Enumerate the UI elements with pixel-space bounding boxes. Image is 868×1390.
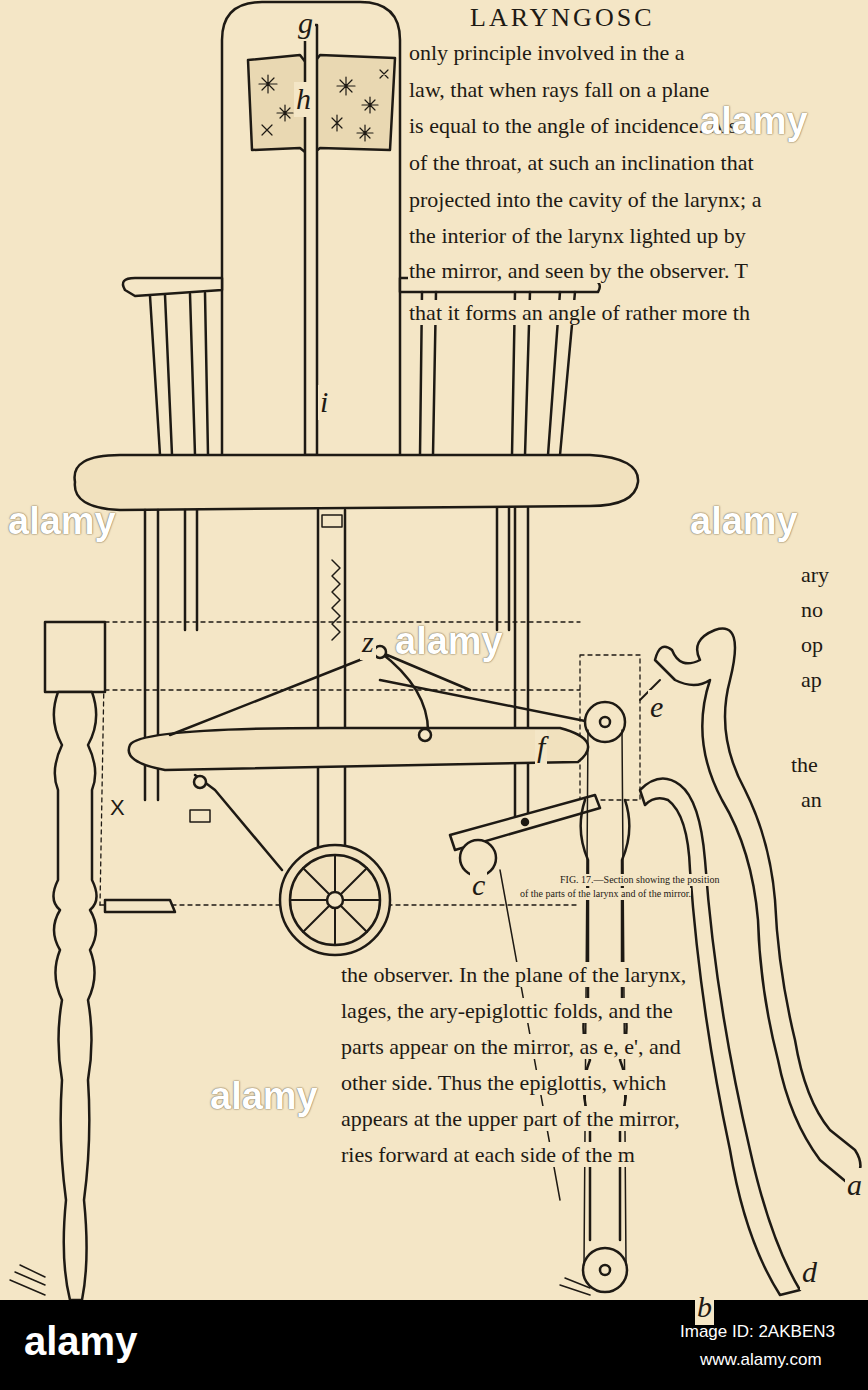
part-letter: f	[535, 730, 547, 765]
body-text: is equal to the angle of incidence. A s	[408, 113, 738, 138]
body-text: no	[800, 597, 824, 622]
front-right-leg	[515, 508, 528, 820]
centre-column	[318, 510, 345, 850]
body-text: of the throat, at such an inclination th…	[408, 150, 755, 175]
watermark: alamy	[690, 500, 798, 544]
watermark-logo: alamy	[24, 1318, 137, 1364]
body-text: ries forward at each side of the m	[340, 1142, 636, 1167]
right-column	[581, 702, 630, 1292]
body-text: op	[800, 632, 824, 657]
part-letter: c	[470, 868, 487, 903]
seat	[75, 455, 639, 510]
left-turned-leg	[45, 622, 105, 1300]
z-lever	[170, 652, 470, 735]
body-text: lages, the ary-epiglottic folds, and the	[340, 998, 674, 1023]
part-letter: h	[294, 82, 313, 117]
watermark: alamy	[8, 500, 116, 544]
part-letter: g	[296, 6, 315, 41]
body-text: other side. Thus the epiglottis, which	[340, 1070, 667, 1095]
body-text: ary	[800, 562, 830, 587]
image-id: Image ID: 2AKBEN3	[680, 1322, 835, 1342]
ratchet	[332, 560, 340, 640]
crank	[655, 629, 860, 1185]
f-rod	[380, 680, 590, 722]
page-heading: LARYNGOSC	[470, 3, 654, 33]
cushion-stars	[259, 70, 388, 141]
body-text: that it forms an angle of rather more th	[408, 300, 751, 325]
body-text: an	[800, 787, 823, 812]
figure-caption: FIG. 17.—Section showing the position	[560, 874, 719, 886]
body-text: only principle involved in the a	[408, 40, 686, 65]
body-text: ap	[800, 667, 823, 692]
figure-caption: of the parts of the larynx and of the mi…	[520, 888, 691, 900]
floor-hatch	[10, 1265, 590, 1295]
body-text: the	[790, 752, 819, 777]
part-letter: d	[800, 1255, 819, 1290]
part-letter: e	[648, 690, 665, 725]
left-arm	[123, 278, 222, 296]
body-text: the observer. In the plane of the larynx…	[340, 962, 687, 987]
watermark: alamy	[210, 1075, 318, 1119]
part-letter: X	[108, 795, 127, 820]
body-text: appears at the upper part of the mirror,	[340, 1106, 681, 1131]
watermark: alamy	[395, 620, 503, 664]
chair-back	[222, 2, 400, 470]
watermark: alamy	[700, 100, 808, 144]
body-text: law, that when rays fall on a plane	[408, 77, 710, 102]
back-legs	[185, 508, 509, 630]
part-letter: b	[695, 1290, 714, 1325]
site-url: www.alamy.com	[700, 1350, 822, 1370]
part-letter: i	[318, 385, 330, 420]
part-letter: z	[360, 625, 376, 660]
body-text: projected into the cavity of the larynx;…	[408, 187, 762, 212]
head-cushion	[248, 55, 395, 156]
body-text: the mirror, and seen by the observer. T	[408, 258, 749, 283]
platform	[129, 728, 588, 770]
body-text: the interior of the larynx lighted up by	[408, 223, 747, 248]
wheel	[280, 845, 390, 955]
part-letter: a	[845, 1168, 864, 1203]
body-text: parts appear on the mirror, as e, e', an…	[340, 1034, 682, 1059]
